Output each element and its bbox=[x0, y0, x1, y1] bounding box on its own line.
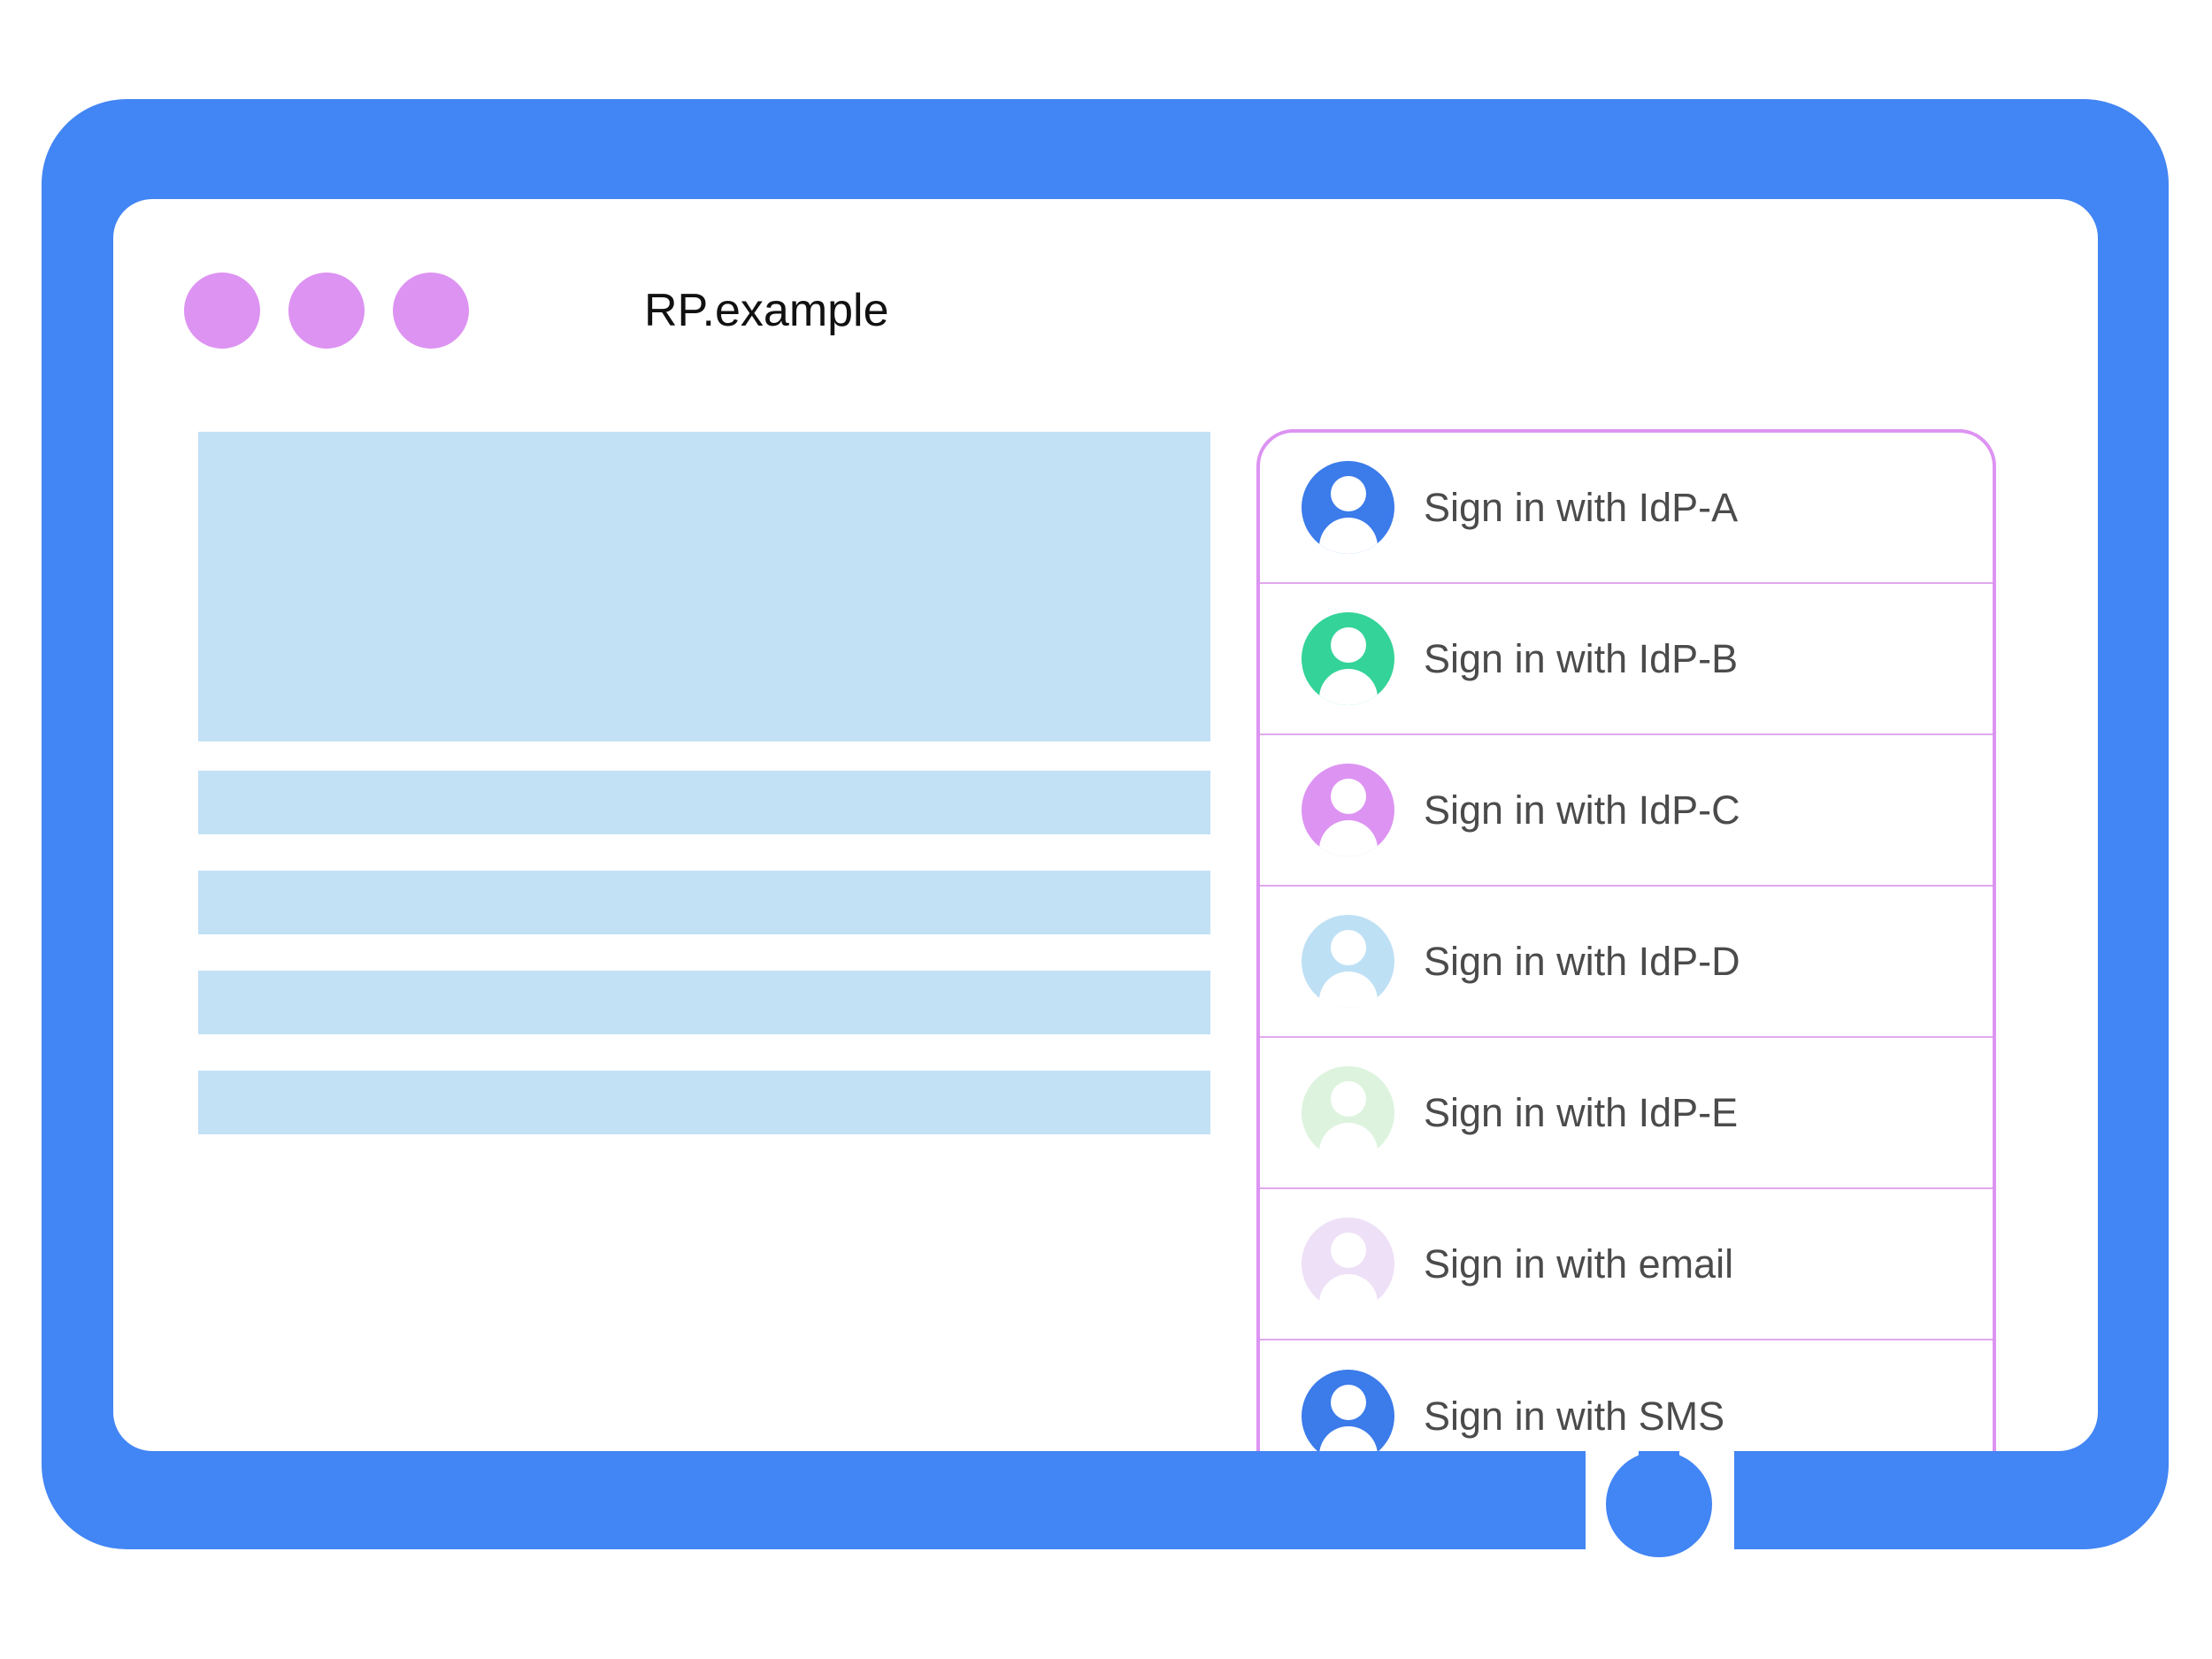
avatar-body bbox=[1318, 972, 1378, 1008]
avatar-head bbox=[1330, 779, 1366, 814]
account-row[interactable]: Sign in with IdP-A bbox=[1260, 433, 1993, 584]
account-avatar-icon bbox=[1302, 461, 1394, 554]
avatar-head bbox=[1330, 1385, 1366, 1420]
text-bar-placeholder-4 bbox=[198, 1071, 1210, 1134]
account-avatar-icon bbox=[1302, 1217, 1394, 1310]
avatar-body bbox=[1318, 1426, 1378, 1451]
page-title: RP.example bbox=[644, 285, 889, 336]
window-titlebar: RP.example bbox=[113, 199, 2098, 354]
account-row[interactable]: Sign in with email bbox=[1260, 1189, 1993, 1340]
avatar-head bbox=[1330, 1081, 1366, 1117]
account-row[interactable]: Sign in with SMS bbox=[1260, 1340, 1993, 1451]
account-avatar-icon bbox=[1302, 764, 1394, 856]
avatar-body bbox=[1318, 820, 1378, 856]
page-content-placeholders bbox=[198, 432, 1210, 1134]
text-bar-placeholder-3 bbox=[198, 971, 1210, 1034]
account-row-label: Sign in with IdP-E bbox=[1424, 1090, 1739, 1135]
avatar-head bbox=[1330, 1233, 1366, 1268]
avatar-head bbox=[1330, 930, 1366, 965]
account-row[interactable]: Sign in with IdP-B bbox=[1260, 584, 1993, 735]
window-control-dot-1[interactable] bbox=[184, 273, 260, 349]
account-row[interactable]: Sign in with IdP-D bbox=[1260, 887, 1993, 1038]
avatar-body bbox=[1318, 1123, 1378, 1159]
account-avatar-icon bbox=[1302, 1370, 1394, 1451]
account-row[interactable]: Sign in with IdP-C bbox=[1260, 735, 1993, 887]
account-row-label: Sign in with IdP-D bbox=[1424, 939, 1740, 984]
account-row-label: Sign in with email bbox=[1424, 1241, 1734, 1286]
account-avatar-icon bbox=[1302, 1066, 1394, 1159]
text-bar-placeholder-2 bbox=[198, 871, 1210, 934]
account-row-label: Sign in with IdP-B bbox=[1424, 636, 1739, 681]
account-avatar-icon bbox=[1302, 915, 1394, 1008]
window-control-dot-3[interactable] bbox=[393, 273, 469, 349]
hero-placeholder bbox=[198, 432, 1210, 741]
home-button[interactable] bbox=[1606, 1451, 1712, 1557]
account-chooser-panel: Sign in with IdP-A Sign in with IdP-B Si… bbox=[1256, 429, 1996, 1451]
account-row-label: Sign in with IdP-A bbox=[1424, 485, 1739, 530]
avatar-head bbox=[1330, 627, 1366, 663]
avatar-body bbox=[1318, 518, 1378, 554]
window-control-dot-2[interactable] bbox=[288, 273, 365, 349]
browser-screen: RP.example Sign in with IdP-A Sign in wi… bbox=[113, 199, 2098, 1451]
text-bar-placeholder-1 bbox=[198, 771, 1210, 834]
account-row-label: Sign in with SMS bbox=[1424, 1394, 1725, 1439]
avatar-head bbox=[1330, 476, 1366, 511]
account-avatar-icon bbox=[1302, 612, 1394, 705]
account-row-label: Sign in with IdP-C bbox=[1424, 787, 1740, 833]
avatar-body bbox=[1318, 1274, 1378, 1310]
account-row[interactable]: Sign in with IdP-E bbox=[1260, 1038, 1993, 1189]
avatar-body bbox=[1318, 669, 1378, 705]
